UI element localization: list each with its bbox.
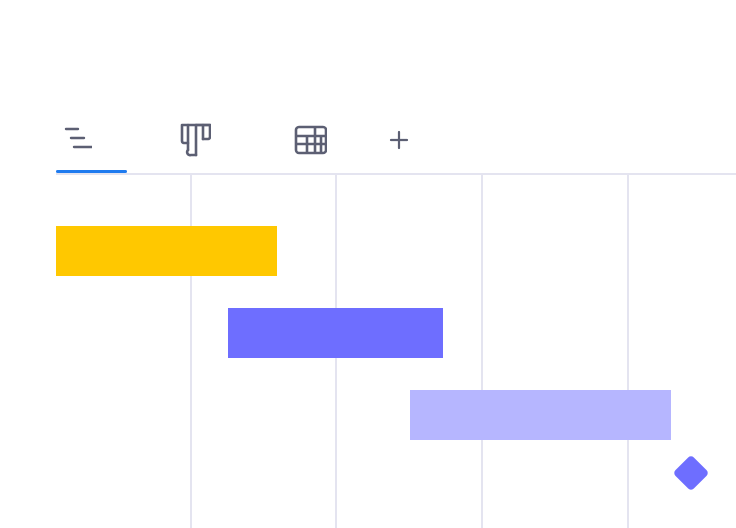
table-grid-icon — [294, 125, 327, 155]
timeline-grid-line — [627, 175, 629, 528]
task-bar[interactable] — [56, 226, 278, 276]
tabs-divider — [56, 173, 736, 175]
board-columns-icon — [180, 123, 211, 157]
task-bar[interactable] — [409, 390, 672, 440]
active-tab-indicator — [56, 170, 127, 173]
view-switcher — [0, 0, 736, 175]
gantt-timeline — [0, 175, 736, 528]
milestone-diamond[interactable] — [672, 454, 710, 492]
gantt-list-icon — [64, 127, 92, 149]
add-view-button[interactable] — [386, 118, 412, 162]
tab-table[interactable] — [290, 118, 330, 162]
timeline-grid-line — [481, 175, 483, 528]
tab-gantt[interactable] — [56, 118, 96, 162]
tab-board[interactable] — [174, 118, 214, 162]
task-bar[interactable] — [227, 308, 444, 358]
timeline-grid-line — [190, 175, 192, 528]
plus-icon — [389, 130, 409, 150]
